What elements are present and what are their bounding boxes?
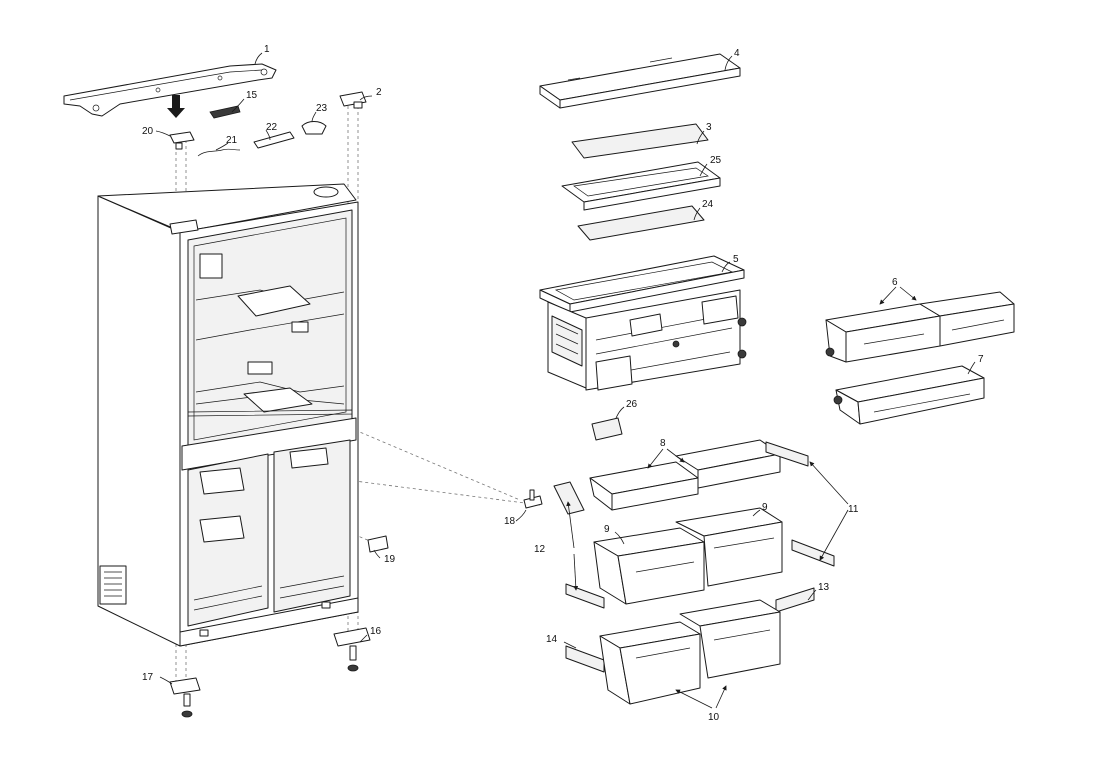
crisper-drawers [593,507,783,605]
callout-18: 18 [504,516,516,527]
glass-shelf [571,123,709,159]
top-shelf [539,53,741,109]
callout-26: 26 [626,399,638,410]
refrigerator-cabinet [97,183,359,647]
callout-1: 1 [264,44,270,55]
water-filter [591,417,623,441]
callout-23: 23 [316,103,328,114]
callout-11: 11 [848,504,859,515]
top-small-parts [169,91,367,157]
callout-22: 22 [266,122,278,133]
callout-9-left: 9 [604,524,610,535]
lower-glass-shelf [577,205,705,241]
callout-16: 16 [370,626,382,637]
callout-leaders [155,52,976,709]
callout-21: 21 [226,135,238,146]
top-hinge-bracket [63,63,277,117]
callout-13: 13 [818,582,830,593]
down-arrow [167,95,185,118]
callout-24: 24 [702,199,714,210]
callout-12: 12 [534,544,546,555]
callout-2: 2 [376,87,382,98]
callout-4: 4 [734,48,740,59]
callout-7: 7 [978,354,984,365]
callout-25: 25 [710,155,722,166]
callout-labels: 1 2 3 4 5 6 7 8 9 9 10 11 12 13 14 15 16… [142,44,984,723]
callout-15: 15 [246,90,258,101]
callout-6: 6 [892,277,898,288]
lower-pan [833,365,985,425]
callout-3: 3 [706,122,712,133]
callout-8: 8 [660,438,666,449]
callout-14: 14 [546,634,558,645]
upper-pans [825,291,1015,363]
callout-17: 17 [142,672,154,683]
callout-19: 19 [384,554,396,565]
callout-10: 10 [708,712,720,723]
shelf-frame [561,161,721,211]
freezer-drawers [565,599,781,705]
crisper-cover-assembly [539,255,747,391]
snack-trays [589,439,781,511]
callout-5: 5 [733,254,739,265]
bottom-hinges [169,489,543,718]
callout-9-right: 9 [762,502,768,513]
callout-20: 20 [142,126,154,137]
